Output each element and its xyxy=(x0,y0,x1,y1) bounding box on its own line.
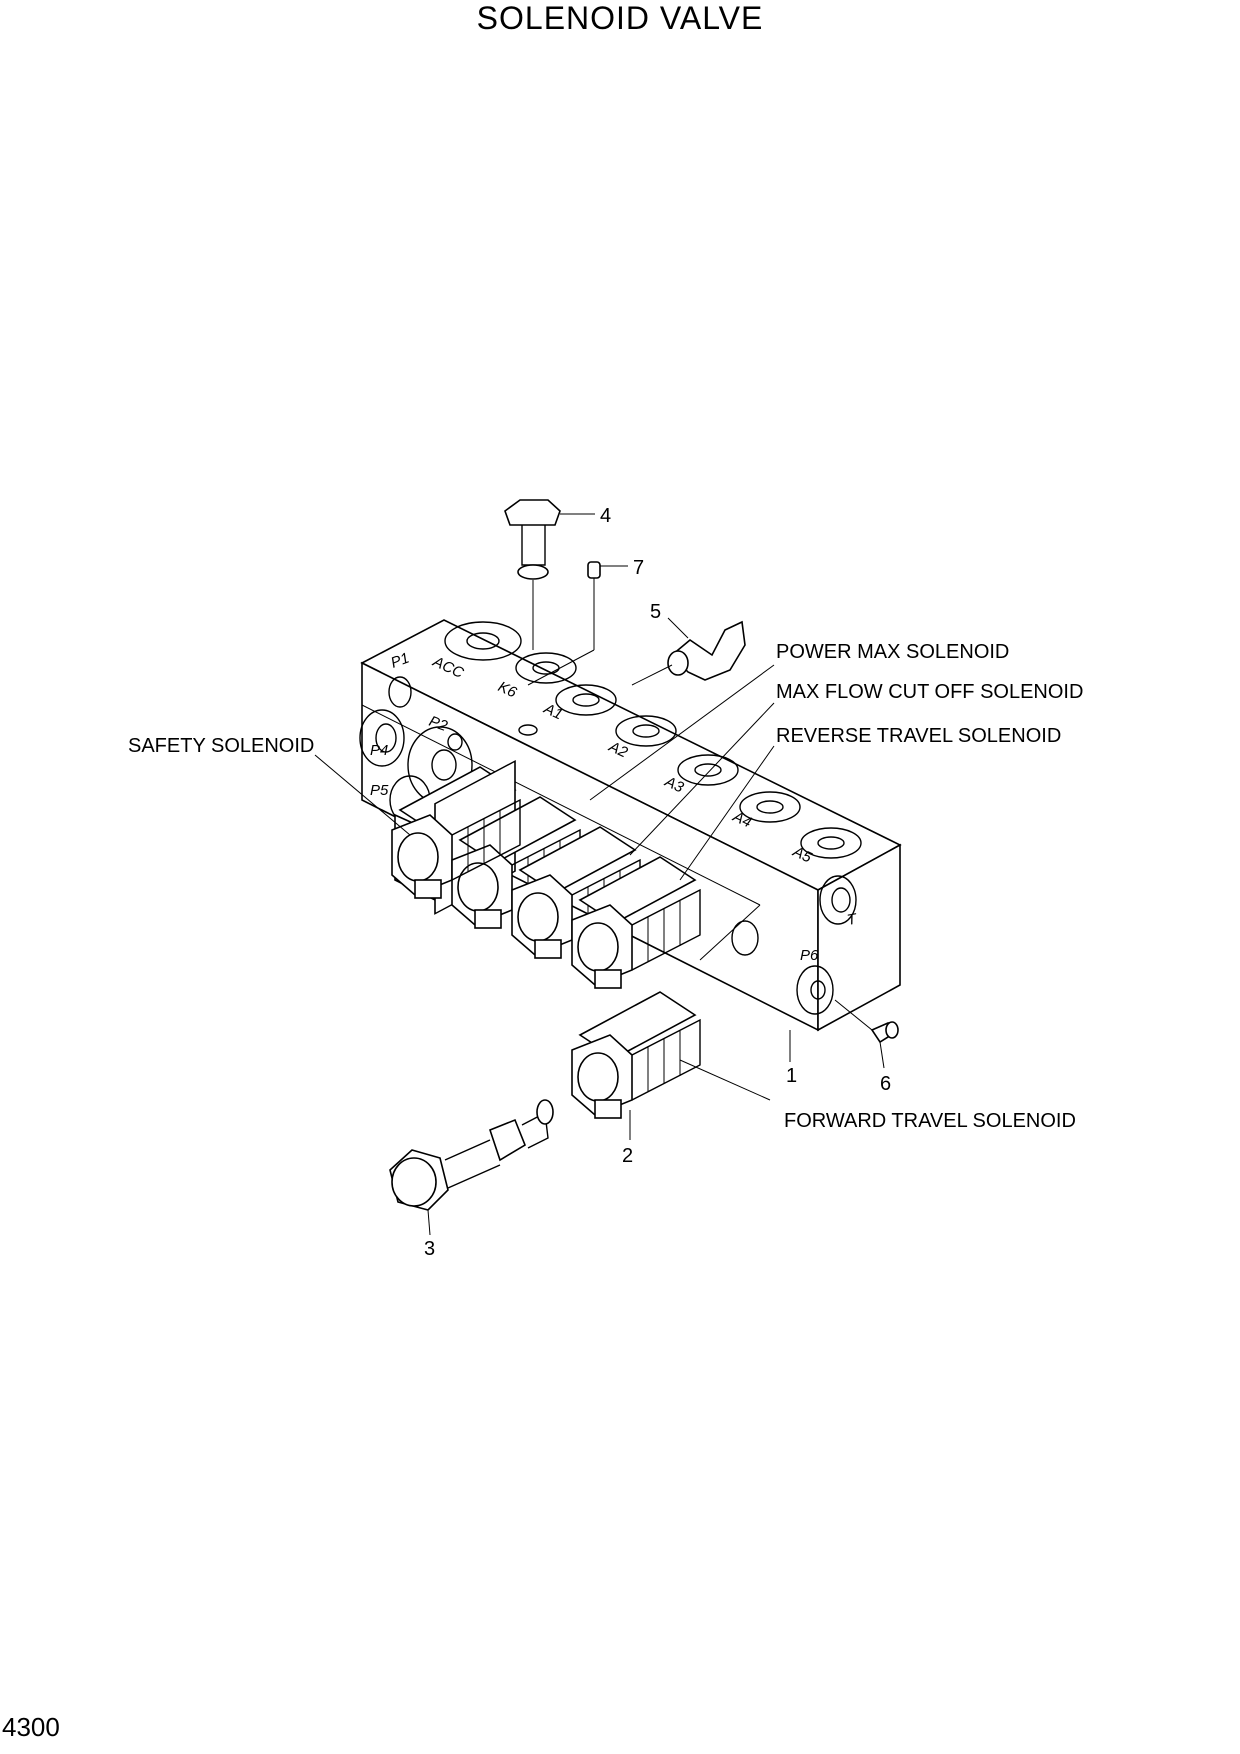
set-screw-part-7 xyxy=(527,561,601,686)
page-number: 4300 xyxy=(2,1712,60,1742)
port-label-a3: A3 xyxy=(661,773,686,797)
port-label-a4: A4 xyxy=(729,808,754,832)
part-number-3: 3 xyxy=(424,1238,435,1260)
solenoid-coil-2 xyxy=(451,796,581,929)
port-label-p6: P6 xyxy=(800,947,819,964)
callout-power-max-solenoid: POWER MAX SOLENOID xyxy=(776,641,1009,663)
plug-part-6 xyxy=(870,1021,899,1044)
callout-reverse-travel-solenoid: REVERSE TRAVEL SOLENOID xyxy=(776,725,1061,747)
port-label-p2: P2 xyxy=(427,713,451,735)
port-label-a2: A2 xyxy=(605,738,630,762)
screw-part-4 xyxy=(504,499,561,650)
page-title: SOLENOID VALVE xyxy=(476,0,764,36)
part-number-5: 5 xyxy=(650,601,661,623)
solenoid-coil-4 xyxy=(571,856,701,989)
part-number-7: 7 xyxy=(633,557,644,579)
part-number-2: 2 xyxy=(622,1145,633,1167)
port-holes-top xyxy=(444,621,862,859)
port-label-a5: A5 xyxy=(789,843,814,867)
forward-travel-solenoid xyxy=(571,991,701,1119)
part-number-6: 6 xyxy=(880,1073,891,1095)
part-number-1: 1 xyxy=(786,1065,797,1087)
port-label-p4: P4 xyxy=(370,742,388,759)
callout-max-flow-cut-off-solenoid: MAX FLOW CUT OFF SOLENOID xyxy=(776,681,1083,703)
part-number-4: 4 xyxy=(600,505,611,527)
callout-safety-solenoid: SAFETY SOLENOID xyxy=(128,735,314,757)
plug-cartridge-part-3 xyxy=(389,1099,554,1211)
leader-lines xyxy=(314,513,885,1236)
port-label-a1: A1 xyxy=(540,700,565,724)
callout-forward-travel-solenoid: FORWARD TRAVEL SOLENOID xyxy=(784,1110,1076,1132)
port-label-p1: P1 xyxy=(389,650,412,672)
port-label-p5: P5 xyxy=(370,782,389,799)
port-label-k6: K6 xyxy=(495,678,519,701)
fitting-part-5 xyxy=(667,620,746,681)
